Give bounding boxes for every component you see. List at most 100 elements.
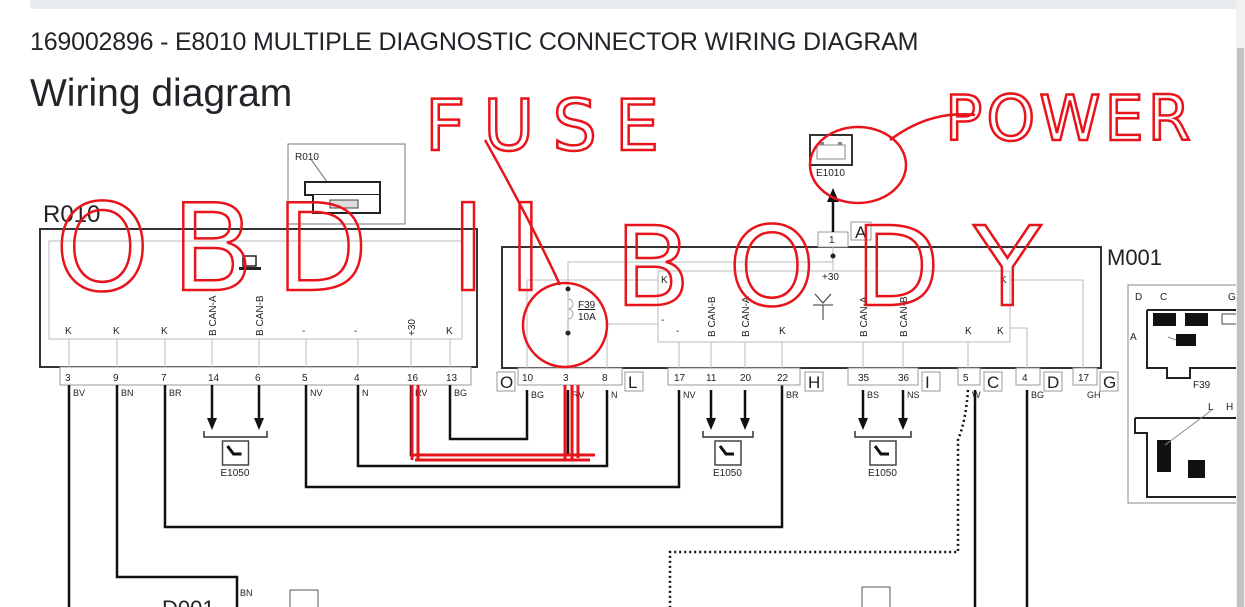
r010-pin-function: K — [161, 326, 168, 337]
m001-pin-number: 4 — [1022, 373, 1028, 384]
m001-pin-function: B CAN-A — [859, 296, 870, 337]
can-bus-bracket — [702, 431, 754, 438]
m001-pin-function: K — [965, 326, 972, 337]
connector-letter: O — [500, 373, 513, 392]
m001-label: M001 — [1107, 245, 1162, 270]
r010-wire-color: BG — [454, 388, 467, 398]
connector-letter: L — [628, 373, 637, 392]
junction-dot — [830, 253, 836, 259]
m001-wire-color: NV — [683, 390, 696, 400]
m001-wire-color: BS — [867, 390, 879, 400]
m001-pin-number: 17 — [1078, 373, 1090, 384]
can-device-icon — [289, 589, 319, 607]
r010-pin-function: B CAN-A — [208, 295, 219, 336]
m001-pin-number: 8 — [602, 373, 608, 384]
document-title: 169002896 - E8010 MULTIPLE DIAGNOSTIC CO… — [30, 28, 919, 56]
arrow-down-icon — [898, 418, 908, 430]
connector-letter: C — [987, 373, 999, 392]
m001-plus30: +30 — [822, 272, 839, 283]
scrollbar-thumb[interactable] — [1237, 48, 1244, 607]
arrow-down-icon — [858, 418, 868, 430]
m001-pin-function: B CAN-B — [707, 296, 718, 337]
connector-letter: D — [1047, 373, 1059, 392]
scribble-highlight-annotation — [410, 385, 595, 462]
diode-symbol — [813, 293, 833, 320]
inset-label: H — [1226, 402, 1233, 413]
m001-pin-function: K — [779, 326, 786, 337]
r010-pin-number: 9 — [113, 373, 119, 384]
r010-wire-color: NV — [310, 388, 323, 398]
m001-pin-function: K — [997, 326, 1004, 337]
m001-wire-color: NS — [907, 390, 920, 400]
can-device-icon — [869, 440, 897, 466]
m001-wire-color: GH — [1087, 390, 1101, 400]
m001-pin-strip — [1015, 367, 1041, 386]
r010-pin-number: 16 — [407, 373, 419, 384]
m001-wire-color: BG — [531, 390, 544, 400]
top-nav-bar — [30, 0, 1240, 9]
r010-pin-number: 7 — [161, 373, 167, 384]
r010-wire-color: BR — [169, 388, 182, 398]
fuse-f39-symbol — [565, 286, 574, 336]
r010-wire-color: BN — [121, 388, 134, 398]
e1010-label: E1010 — [816, 168, 845, 179]
m001-pin-number: 5 — [963, 373, 969, 384]
r010-pin-function: B CAN-B — [255, 295, 266, 336]
can-bus-bracket — [203, 431, 268, 438]
r010-pin-number: 14 — [208, 373, 220, 384]
r010-pin-function: K — [65, 326, 72, 337]
r010-wire-color: RV — [415, 388, 427, 398]
m001-pin-number: 35 — [858, 373, 870, 384]
d001-wire-color: BN — [240, 588, 253, 598]
annotation-power: POWER — [945, 82, 1195, 155]
m001-pin-strip — [847, 367, 919, 386]
section-heading: Wiring diagram — [30, 72, 293, 115]
m001-pin-strip — [517, 367, 623, 386]
m001-pin-strip — [1072, 367, 1098, 386]
r010-pin-number: 3 — [65, 373, 71, 384]
r010-pin-function: - — [302, 326, 305, 337]
r010-wire-color: BV — [73, 388, 85, 398]
m001-location-inset — [1127, 284, 1236, 504]
m001-wire-color: N — [611, 390, 618, 400]
m001-pin-function: B CAN-B — [899, 296, 910, 337]
r010-pin-function: K — [113, 326, 120, 337]
r010-pin-function: K — [446, 326, 453, 337]
m001-pin-number: 10 — [522, 373, 534, 384]
m001-pin-number: 20 — [740, 373, 752, 384]
connector-a-letter-box — [850, 221, 872, 241]
inset-label: L — [1208, 402, 1214, 413]
inset-label: F39 — [1193, 380, 1211, 391]
arrow-down-icon — [207, 418, 217, 430]
r010-inset-label: R010 — [295, 152, 319, 163]
connector-a-letter: A — [855, 223, 867, 242]
connector-letter-box — [921, 371, 941, 392]
m001-k-top-right: K — [1000, 275, 1007, 286]
dotted-wire — [668, 389, 970, 607]
computer-icon — [239, 255, 261, 270]
m001-k-top-left: K — [661, 275, 668, 286]
e1050-label: E1050 — [868, 468, 897, 479]
m001-pin-number: 36 — [898, 373, 910, 384]
r010-pin-number: 6 — [255, 373, 261, 384]
connector-letter-box — [1099, 371, 1119, 392]
r010-label: R010 — [43, 201, 100, 228]
m001-wire-color: W — [972, 390, 981, 400]
battery-icon — [809, 134, 853, 166]
annotation-body: BODY — [615, 203, 1081, 331]
connector-letter-box — [624, 371, 644, 392]
connector-a-pin: 1 — [829, 235, 835, 246]
page-scrollbar[interactable] — [1236, 0, 1245, 607]
annotation-obd: OBD II — [55, 180, 565, 319]
can-device-glyph — [873, 445, 889, 456]
connector-letter-box — [983, 371, 1003, 392]
can-device-glyph — [718, 445, 734, 456]
harness-wires — [67, 385, 1029, 607]
inset-label: D — [1135, 292, 1142, 303]
e1050-label: E1050 — [713, 468, 742, 479]
handwritten-annotations: FUSE POWER OBD II BODY — [54, 81, 1195, 462]
inset-label: G — [1228, 292, 1236, 303]
power-circle-annotation — [808, 125, 908, 205]
can-device-glyph — [226, 445, 242, 456]
